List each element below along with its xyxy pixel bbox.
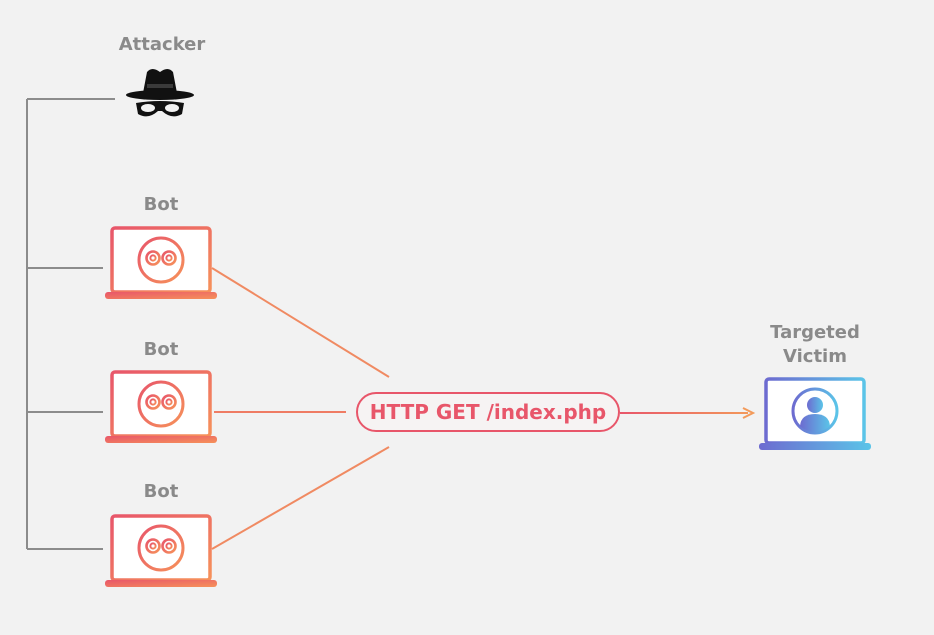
arrow-to-victim <box>620 407 756 419</box>
victim-laptop <box>759 377 871 450</box>
victim-label-line1: Targeted <box>770 322 860 343</box>
bot-label-3: Bot <box>143 481 179 502</box>
bot-label-2: Bot <box>143 339 179 360</box>
spy-hat-glasses-icon <box>126 69 194 117</box>
bot-laptop-3 <box>105 516 217 587</box>
bot-label-1: Bot <box>143 194 179 215</box>
victim-label-line2: Victim <box>783 346 847 367</box>
user-avatar-icon <box>791 387 839 435</box>
bot-laptop-1 <box>105 228 217 299</box>
request-lines <box>211 267 390 550</box>
bot-laptop-2 <box>105 372 217 443</box>
attacker-label: Attacker <box>118 34 206 55</box>
http-request-pill: HTTP GET /index.php <box>356 392 620 432</box>
command-bracket <box>26 98 115 550</box>
